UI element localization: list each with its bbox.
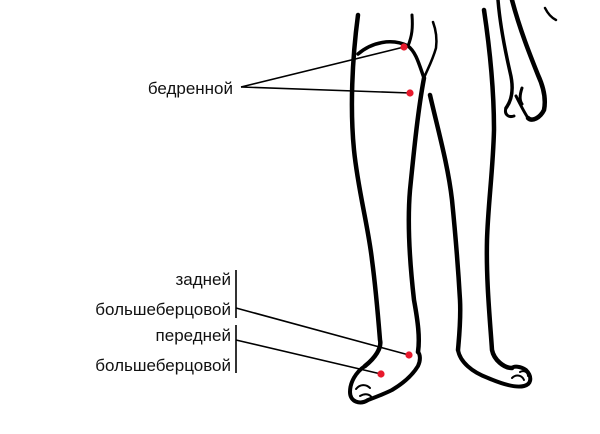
right-foot-contour [456, 348, 533, 389]
posterior-tibial-label-line2: большеберцовой [95, 300, 231, 319]
right-foot-toes [511, 370, 529, 381]
left-foot-contour [348, 350, 422, 405]
anterior-tibial-label-line1: передней [156, 326, 231, 345]
pulse-markers [377, 43, 414, 378]
right-shoulder-contour [543, 6, 558, 22]
left-leg-inner-contour [406, 75, 427, 355]
femoral-leader-lower [240, 86, 411, 94]
anterior-tibial-leader [235, 339, 382, 375]
groin-contour [356, 40, 426, 80]
left-leg-outer-contour [349, 12, 383, 369]
torso-side-contour [406, 13, 414, 48]
crotch-contour [422, 20, 438, 80]
right-arm-outer-contour [509, 0, 547, 122]
anterior-tibial-pulse-point [377, 370, 385, 378]
femoral-pulse-point-upper [400, 43, 408, 51]
left-foot-toes [355, 384, 373, 399]
femoral-label: бедренной [148, 79, 233, 98]
anterior-tibial-label-line2: большеберцовой [95, 356, 231, 375]
femoral-leader-upper [240, 46, 405, 88]
posterior-tibial-pulse-point [405, 351, 413, 359]
leader-lines [235, 46, 411, 375]
right-arm-inner-contour [496, 0, 514, 110]
right-leg-outer-contour [481, 7, 515, 371]
leg-outlines [348, 0, 558, 405]
labels: бедренной задней большеберцовой передней… [95, 79, 233, 375]
posterior-tibial-label-line1: задней [175, 270, 231, 289]
right-hand-fingers [504, 86, 530, 120]
right-leg-inner-contour [427, 92, 463, 353]
femoral-pulse-point-lower [406, 89, 414, 97]
posterior-tibial-leader [235, 307, 410, 356]
